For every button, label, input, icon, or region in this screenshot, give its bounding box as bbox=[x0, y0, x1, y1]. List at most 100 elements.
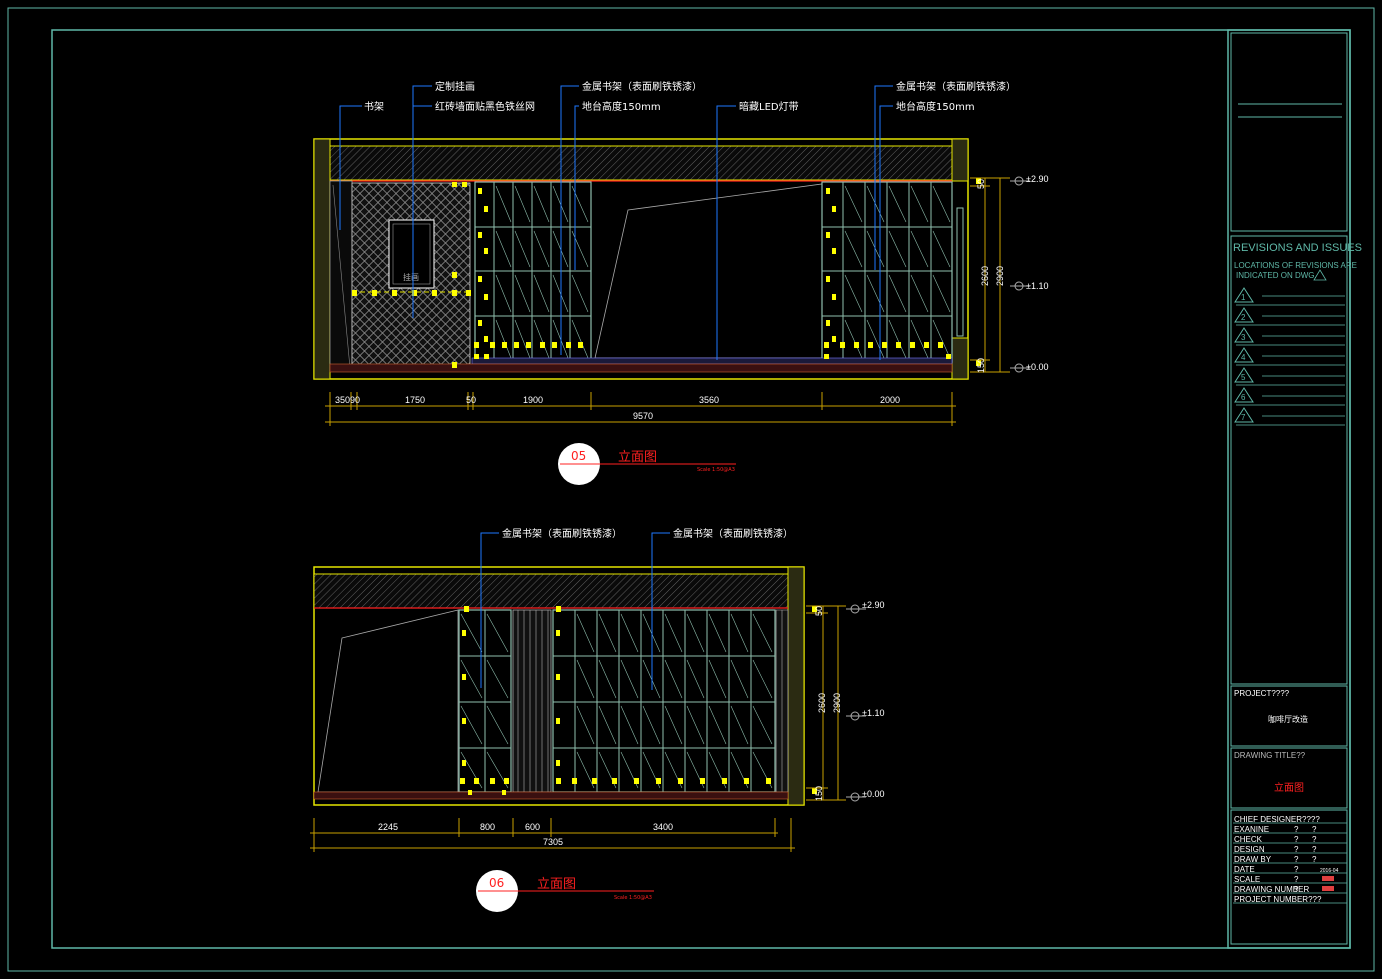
field-label: DATE bbox=[1234, 865, 1255, 874]
vertical-dimensions bbox=[970, 177, 1030, 373]
level-zero: ±0.00 bbox=[862, 789, 884, 799]
floor-platform bbox=[329, 363, 953, 373]
hdim-total: 7305 bbox=[543, 837, 563, 847]
hdim-3560: 3560 bbox=[699, 395, 719, 405]
light-fixtures bbox=[460, 606, 817, 795]
hdim-50: 50 bbox=[466, 395, 476, 405]
outer-frame bbox=[7, 7, 1375, 972]
revision-row: 6 bbox=[1234, 387, 1345, 406]
vdim-2900: 2900 bbox=[995, 266, 1005, 286]
vdim-50: 50 bbox=[814, 606, 824, 616]
callout-platform-left: 地台高度150mm bbox=[582, 100, 661, 113]
vdim-2900: 2900 bbox=[832, 693, 842, 713]
revision-row: 3 bbox=[1234, 327, 1345, 346]
leaders bbox=[480, 532, 670, 690]
ceiling-hatch bbox=[329, 145, 953, 181]
project-name: 咖啡厅改造 bbox=[1268, 714, 1308, 724]
callout-led-strip: 暗藏LED灯带 bbox=[739, 100, 799, 113]
field-label: DRAWING NUMBER bbox=[1234, 885, 1309, 894]
side-door bbox=[956, 207, 964, 337]
callout-brick-wall: 红砖墙面贴黑色铁丝网 bbox=[435, 100, 535, 113]
vdim-2600: 2600 bbox=[817, 693, 827, 713]
field-row: DATE ? 2016-04 bbox=[1234, 865, 1339, 874]
field-label: CHECK bbox=[1234, 835, 1263, 844]
level-mid: ±1.10 bbox=[1026, 281, 1048, 291]
level-top: ±2.90 bbox=[1026, 174, 1048, 184]
field-label: DESIGN bbox=[1234, 845, 1265, 854]
callout-bookshelf: 书架 bbox=[364, 101, 384, 113]
revision-triangle-icon bbox=[1313, 269, 1327, 281]
callout-metal-shelf-left: 金属书架（表面刷铁锈漆） bbox=[582, 80, 702, 93]
field-row: EXANINE ? ? bbox=[1234, 825, 1317, 834]
field-row: DESIGN ? ? bbox=[1234, 845, 1317, 854]
field-label: PROJECT NUMBER??? bbox=[1234, 895, 1322, 904]
revision-triangle-icon bbox=[1234, 407, 1254, 423]
drawing-title: 立面图 bbox=[537, 877, 576, 892]
leaders bbox=[339, 85, 893, 360]
hdim-2000: 2000 bbox=[880, 395, 900, 405]
field-value: ? bbox=[1294, 885, 1299, 894]
revision-number: 7 bbox=[1241, 413, 1246, 422]
callout-custom-painting: 定制挂画 bbox=[435, 80, 475, 93]
hdim-800: 800 bbox=[480, 822, 495, 832]
field-row: CHECK ? ? bbox=[1234, 835, 1317, 844]
revision-row: 7 bbox=[1234, 407, 1345, 426]
field-value: ? bbox=[1312, 835, 1317, 844]
horizontal-dimensions bbox=[310, 818, 795, 852]
field-value: ? bbox=[1312, 845, 1317, 854]
field-value: ? bbox=[1294, 835, 1299, 844]
callout-metal-shelf-right: 金属书架（表面刷铁锈漆） bbox=[673, 527, 793, 540]
field-label: CHIEF DESIGNER???? bbox=[1234, 815, 1320, 824]
revision-row: 5 bbox=[1234, 367, 1345, 386]
slanted-panel bbox=[317, 609, 459, 793]
field-label: SCALE bbox=[1234, 875, 1260, 884]
hdim-total: 9570 bbox=[633, 411, 653, 421]
scale-swatch bbox=[1322, 876, 1334, 881]
revision-number: 6 bbox=[1241, 393, 1246, 402]
field-row: DRAW BY ? ? bbox=[1234, 855, 1317, 864]
field-value: ? bbox=[1294, 865, 1299, 874]
painting-label: 挂画 bbox=[403, 272, 419, 282]
field-row: DRAWING NUMBER ? bbox=[1234, 885, 1334, 894]
hdim-1900: 1900 bbox=[523, 395, 543, 405]
number-swatch bbox=[1322, 886, 1334, 891]
revision-row: 2 bbox=[1234, 307, 1345, 326]
callout-platform-right: 地台高度150mm bbox=[896, 100, 975, 113]
hdim-2245: 2245 bbox=[378, 822, 398, 832]
title-block-fields: CHIEF DESIGNER???? EXANINE ? ? CHECK ? ?… bbox=[1234, 815, 1339, 904]
field-value: ? bbox=[1312, 825, 1317, 834]
vdim-150: 150 bbox=[814, 786, 824, 801]
revision-number: 3 bbox=[1241, 333, 1246, 342]
drawing-scale: Scale 1:50@A3 bbox=[614, 895, 652, 901]
project-label: PROJECT???? bbox=[1234, 689, 1290, 698]
ceiling-hatch bbox=[313, 573, 789, 609]
revision-number: 4 bbox=[1241, 353, 1246, 362]
vdim-50: 50 bbox=[976, 179, 986, 189]
revisions-note-2: INDICATED ON DWG. bbox=[1236, 271, 1317, 280]
field-row: PROJECT NUMBER??? bbox=[1234, 895, 1322, 904]
metal-shelf-right bbox=[821, 181, 953, 363]
revision-triangle-icon bbox=[1234, 327, 1254, 343]
hdim-600: 600 bbox=[525, 822, 540, 832]
drawing-number: 05 bbox=[571, 449, 586, 463]
floor-platform bbox=[313, 791, 789, 800]
right-column-bottom bbox=[951, 337, 969, 380]
revisions-title: REVISIONS AND ISSUES bbox=[1233, 242, 1362, 254]
horizontal-dimensions bbox=[325, 392, 956, 426]
revision-number: 5 bbox=[1241, 373, 1246, 382]
revision-number: 1 bbox=[1241, 293, 1246, 302]
level-top: ±2.90 bbox=[862, 600, 884, 610]
revision-triangle-icon bbox=[1234, 347, 1254, 363]
hdim-350: 350 bbox=[335, 395, 350, 405]
revision-row: 1 bbox=[1234, 287, 1345, 306]
right-column-top bbox=[951, 138, 969, 182]
revisions-note-1: LOCATIONS OF REVISIONS ARE bbox=[1234, 261, 1357, 270]
revision-triangle-icon bbox=[1234, 287, 1254, 303]
hdim-1750: 1750 bbox=[405, 395, 425, 405]
callout-metal-shelf-left: 金属书架（表面刷铁锈漆） bbox=[502, 527, 622, 540]
left-column bbox=[313, 138, 331, 380]
slanted-panel bbox=[594, 183, 823, 359]
field-label: DRAW BY bbox=[1234, 855, 1272, 864]
hdim-90: 90 bbox=[350, 395, 360, 405]
